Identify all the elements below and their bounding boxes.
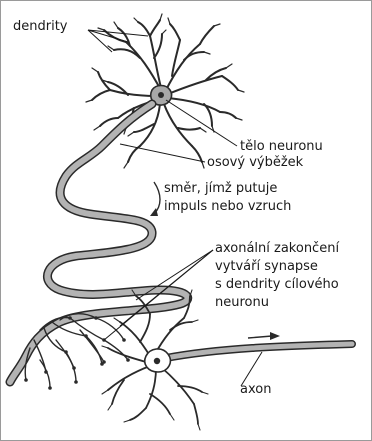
direction-arrowhead (150, 208, 158, 216)
label-dendrites: dendrity (13, 19, 68, 34)
label-direction-line2: impuls nebo vzruch (164, 199, 291, 214)
axon-direction-arrowhead (270, 332, 280, 340)
axon-fill (10, 104, 188, 382)
label-terminal-line3: s dendrity cílového (215, 277, 339, 292)
label-axon-process: osový výběžek (207, 155, 303, 170)
label-axon: axon (240, 382, 271, 397)
direction-arrow (154, 182, 160, 214)
label-direction-line1: směr, jímž putuje (164, 181, 277, 196)
label-cell-body: tělo neuronu (240, 139, 323, 154)
target-nucleus (154, 358, 160, 364)
axon-direction-arrow (248, 336, 272, 338)
top-nucleus (158, 92, 164, 98)
label-terminal-line2: vytváří synapse (215, 259, 318, 274)
label-terminal-line1: axonální zakončení (215, 241, 339, 256)
label-terminal-line4: neuronu (215, 295, 269, 310)
